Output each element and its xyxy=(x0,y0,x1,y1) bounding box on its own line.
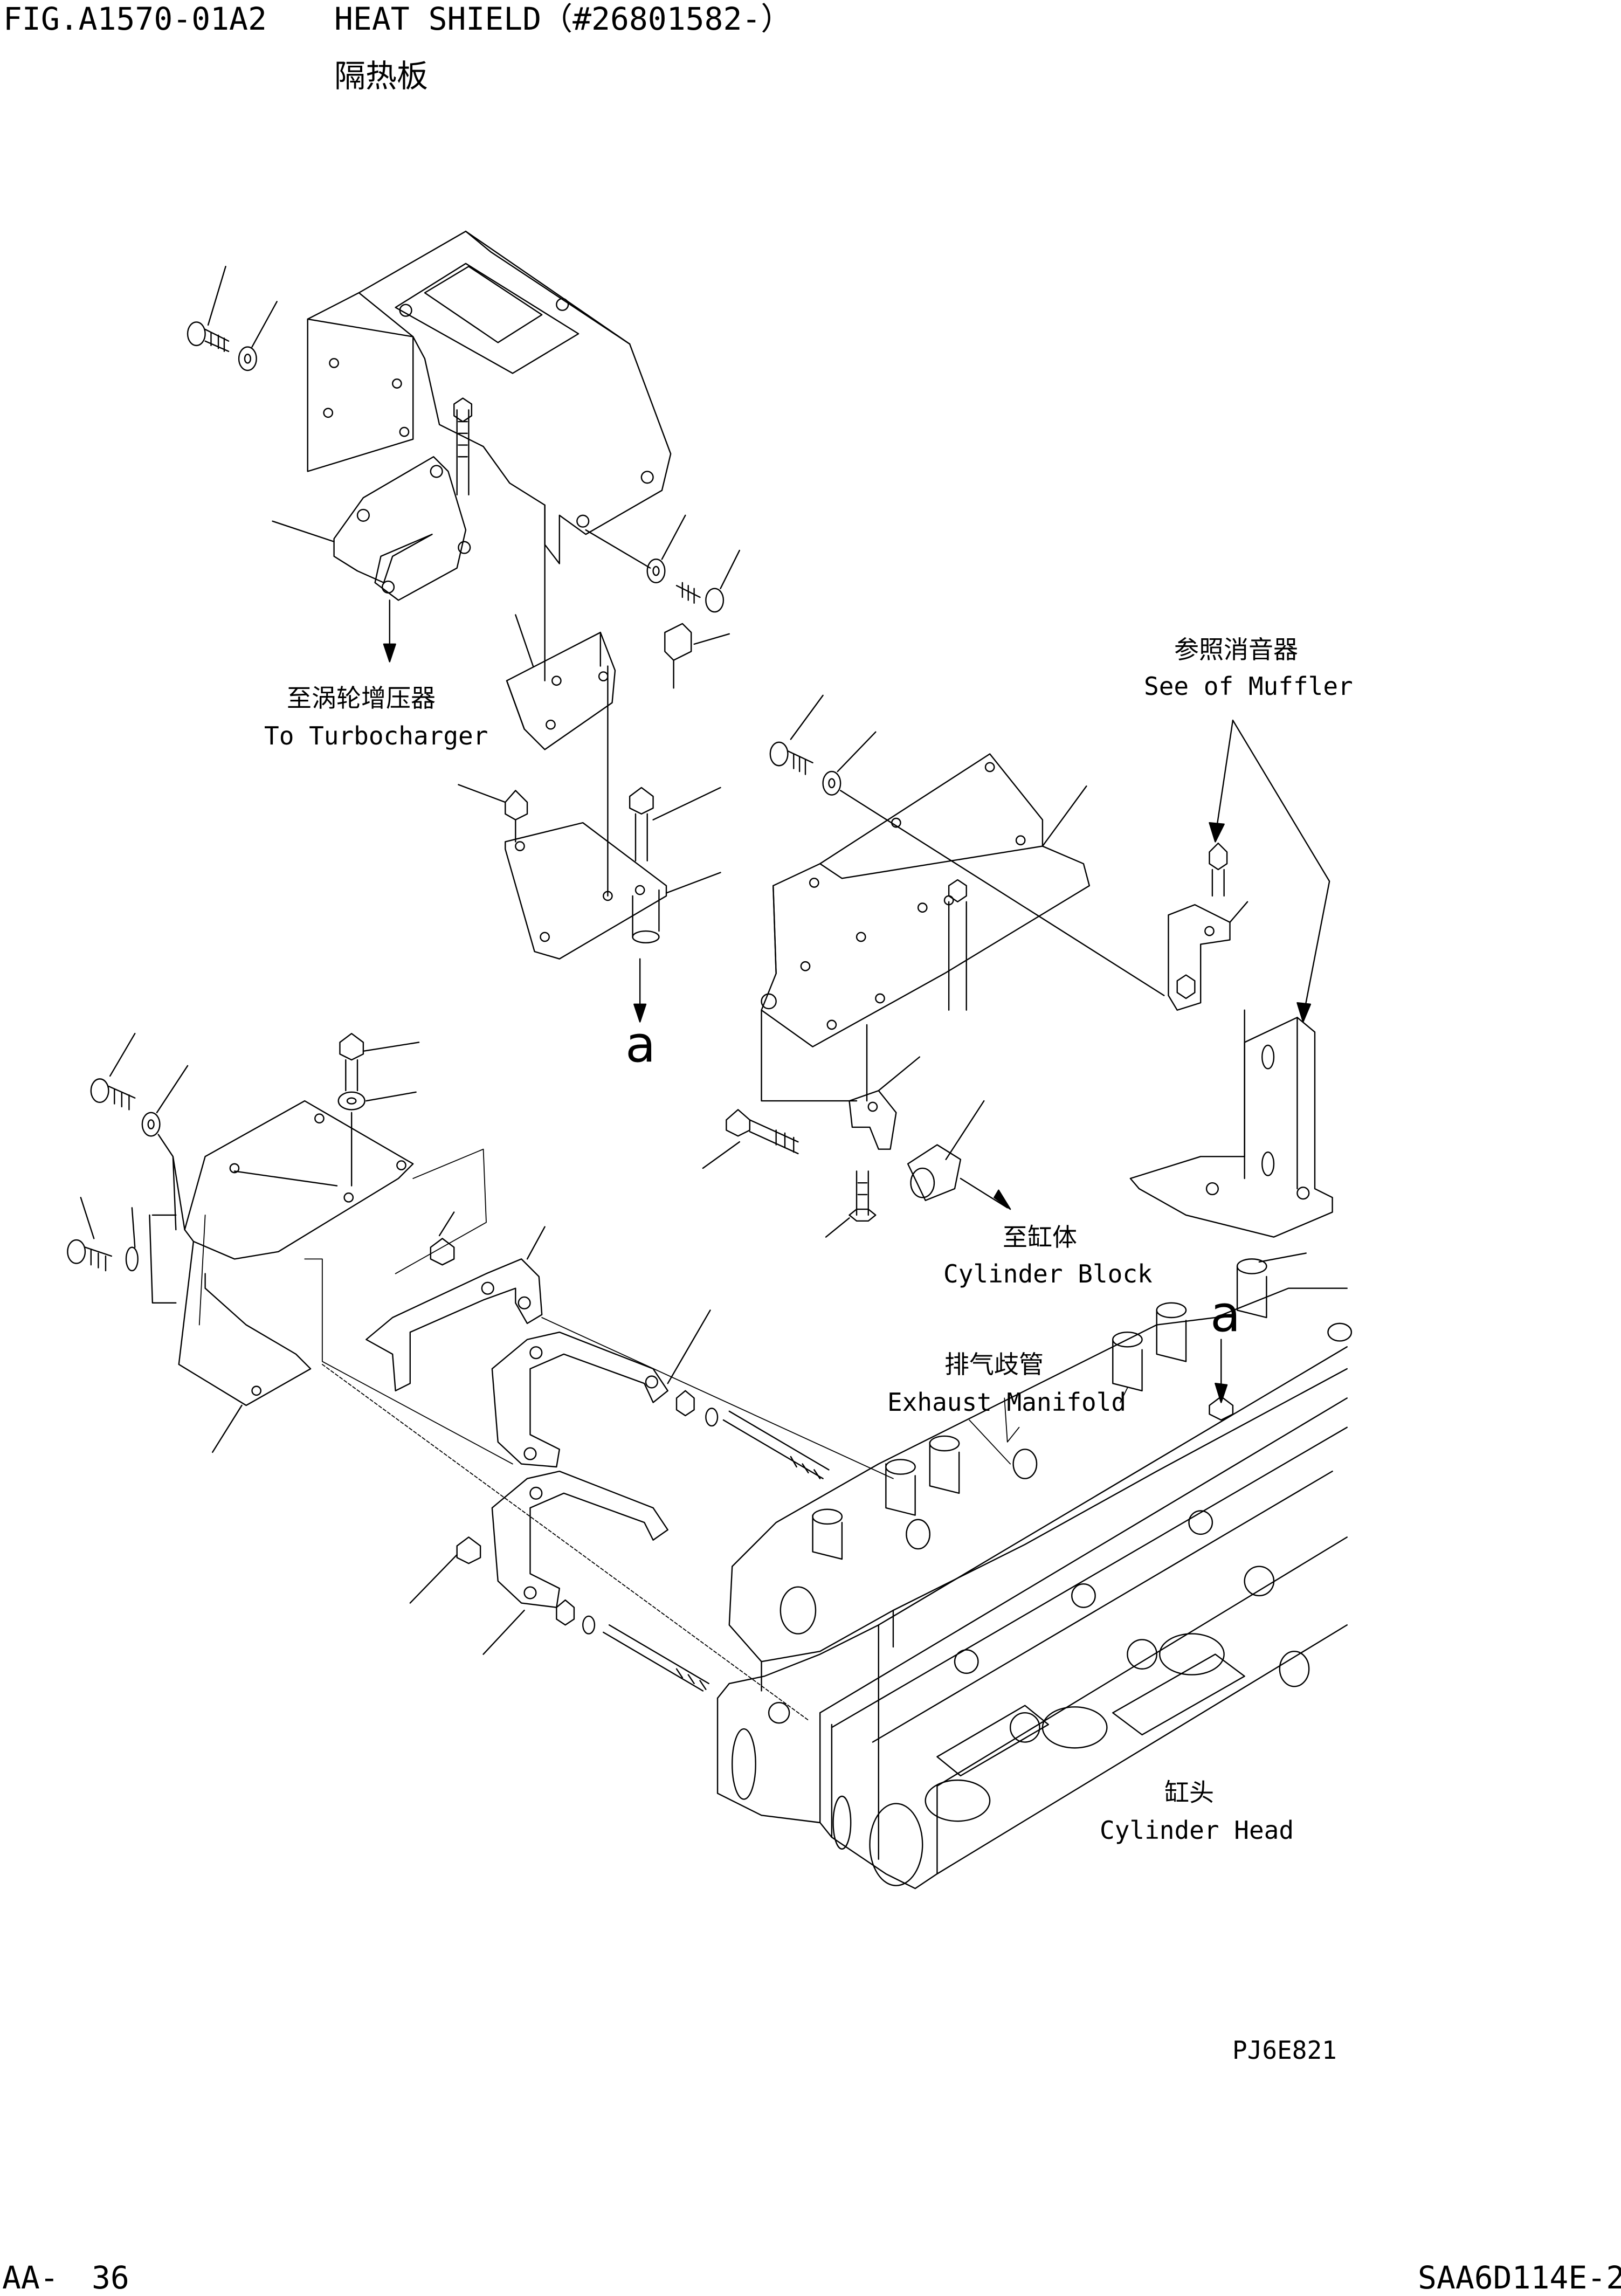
u-bracket-top xyxy=(366,1212,544,1390)
cylinder-head-label-en: Cylinder Head xyxy=(1100,1816,1294,1845)
figure-title-cn: 隔热板 xyxy=(334,58,429,94)
exhaust-manifold-label-cn: 排气歧管 xyxy=(944,1350,1044,1379)
mounting-plate xyxy=(458,666,720,1022)
drawing-code: PJ6E821 xyxy=(1232,2036,1337,2065)
angle-bracket-middle xyxy=(507,505,729,749)
figure-title-en: HEAT SHIELD（#26801582-） xyxy=(334,1,792,37)
reference-arrow-head xyxy=(1209,1340,1232,1420)
stud-nut-upper-manifold xyxy=(677,1391,829,1479)
exhaust-manifold-label-en: Exhaust Manifold xyxy=(887,1388,1127,1417)
cylinder-head xyxy=(718,1347,1347,1888)
assembly-guide-lines xyxy=(199,1149,893,1720)
page-number: 36 xyxy=(92,2259,129,2296)
muffler-bracket xyxy=(1168,843,1247,1010)
manifold-heat-shield xyxy=(762,754,1089,1047)
u-bracket-lower xyxy=(410,1471,668,1654)
stud-nut-upper xyxy=(454,398,472,495)
reference-letter-a-upper: a xyxy=(625,1016,656,1073)
cylinder-block-label-en: Cylinder Block xyxy=(943,1259,1153,1288)
reference-letter-a-lower: a xyxy=(1210,1285,1241,1343)
cylinder-block-label-cn: 至缸体 xyxy=(1003,1223,1077,1252)
bolt-washer-lower-left xyxy=(67,1033,188,1303)
exhaust-manifold xyxy=(729,1253,1351,1691)
bolt-washer-upper-left xyxy=(188,266,277,370)
cylinder-head-label-cn: 缸头 xyxy=(1164,1778,1214,1807)
muffler-callout-arrows xyxy=(1209,720,1329,1022)
stud-nut-lower-manifold xyxy=(556,1600,708,1691)
bolt-washer-manifold-top xyxy=(770,695,1164,996)
lower-heat-shield-plate xyxy=(179,1101,413,1452)
turbocharger-label-en: To Turbocharger xyxy=(264,721,488,750)
turbo-heat-shield xyxy=(308,231,671,563)
muffler-label-en: See of Muffler xyxy=(1144,672,1353,701)
model-code: SAA6D114E-2 xyxy=(1418,2259,1621,2296)
muffler-support-bracket xyxy=(1130,1010,1333,1237)
turbo-shield-bracket xyxy=(273,457,471,661)
page-prefix: AA- xyxy=(2,2259,59,2296)
figure-number: FIG.A1570-01A2 xyxy=(3,1,267,37)
bolt-washer-upper-right xyxy=(586,515,740,612)
u-bracket-middle xyxy=(492,1310,711,1467)
muffler-label-cn: 参照消音器 xyxy=(1174,635,1298,664)
clamp-spacer xyxy=(703,1010,1010,1237)
label-leaders xyxy=(969,1388,1127,1464)
turbocharger-label-cn: 至涡轮增压器 xyxy=(287,684,436,713)
bolt-washer-plate xyxy=(339,1033,419,1185)
